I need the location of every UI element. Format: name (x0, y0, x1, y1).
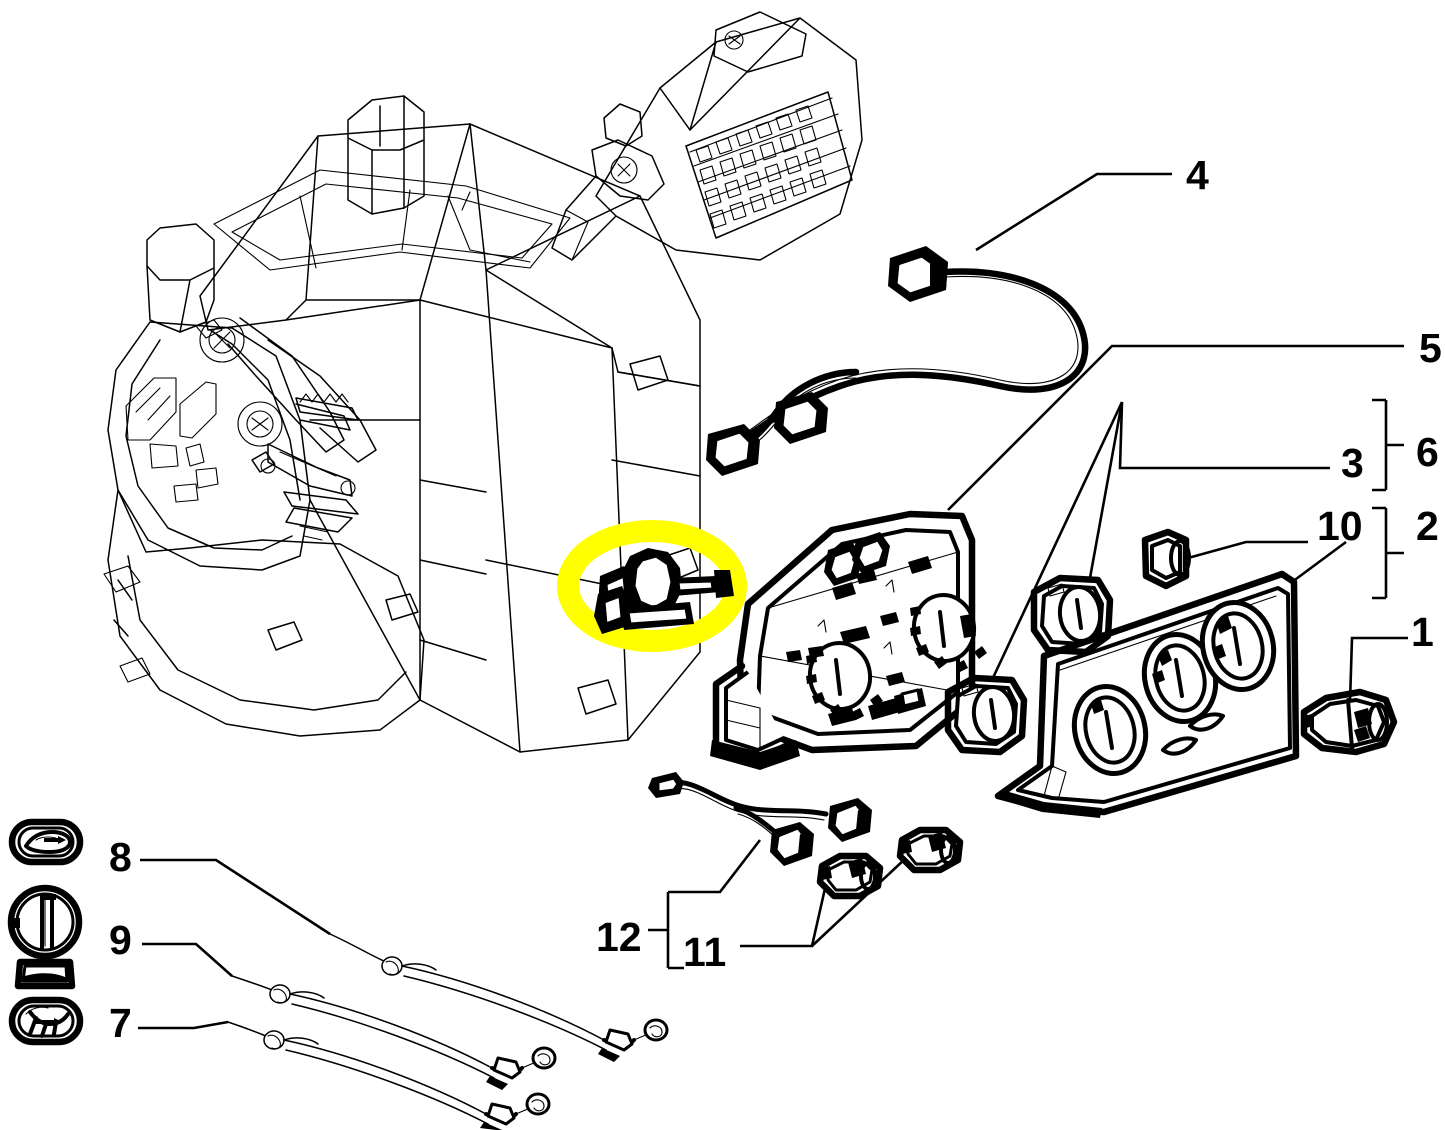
actuator-highlight-circle (557, 520, 747, 652)
callout-label-8: 8 (109, 834, 132, 880)
leader-11 (740, 857, 907, 948)
leader-4 (975, 172, 1172, 252)
leader-7 (138, 1020, 229, 1030)
rotary-control-knob-upper (1030, 574, 1114, 656)
bulb-holder-socket (1300, 688, 1398, 756)
knob-bushing-spacer (1141, 528, 1191, 590)
leader-3 (990, 401, 1330, 681)
blend-door-actuator (594, 548, 734, 634)
heater-control-module (710, 510, 987, 770)
callout-label-6: 6 (1416, 429, 1439, 475)
bulb-socket-right (896, 826, 964, 874)
bracket-6 (1372, 398, 1404, 492)
heater-hvac-housing (103, 11, 863, 753)
leader-10 (1187, 540, 1308, 560)
defrost-airflow-icon (8, 996, 84, 1046)
callout-label-10: 10 (1317, 503, 1363, 549)
callout-label-7: 7 (109, 1000, 132, 1046)
bracket-2 (1372, 506, 1404, 600)
callout-label-3: 3 (1341, 440, 1364, 486)
callout-label-12: 12 (596, 914, 642, 960)
callout-label-2: 2 (1416, 503, 1439, 549)
leader-1 (1348, 636, 1408, 703)
callout-label-5: 5 (1419, 325, 1442, 371)
illumination-wiring-harness (648, 772, 872, 866)
leader-9 (142, 942, 233, 977)
rotary-control-knob-lower (944, 674, 1028, 756)
callout-label-9: 9 (109, 917, 132, 963)
bowden-cable-9 (231, 975, 557, 1090)
leader-8 (140, 858, 331, 936)
control-panel-bezel (994, 570, 1300, 818)
callout-label-11: 11 (683, 929, 727, 975)
vent-grille-panel (685, 91, 853, 239)
leader-2-part (1291, 540, 1347, 584)
bowden-cable-8 (329, 933, 669, 1062)
callout-label-1: 1 (1411, 609, 1434, 655)
wiring-harness-upper (706, 246, 1089, 476)
bowden-cable-7 (227, 1021, 551, 1130)
rotary-knob-icon (7, 884, 83, 990)
callout-label-4: 4 (1186, 152, 1209, 198)
bulb-socket-left (816, 852, 884, 900)
recirculation-car-icon (8, 818, 84, 866)
leader-5 (947, 344, 1404, 511)
bracket-12 (648, 839, 762, 970)
